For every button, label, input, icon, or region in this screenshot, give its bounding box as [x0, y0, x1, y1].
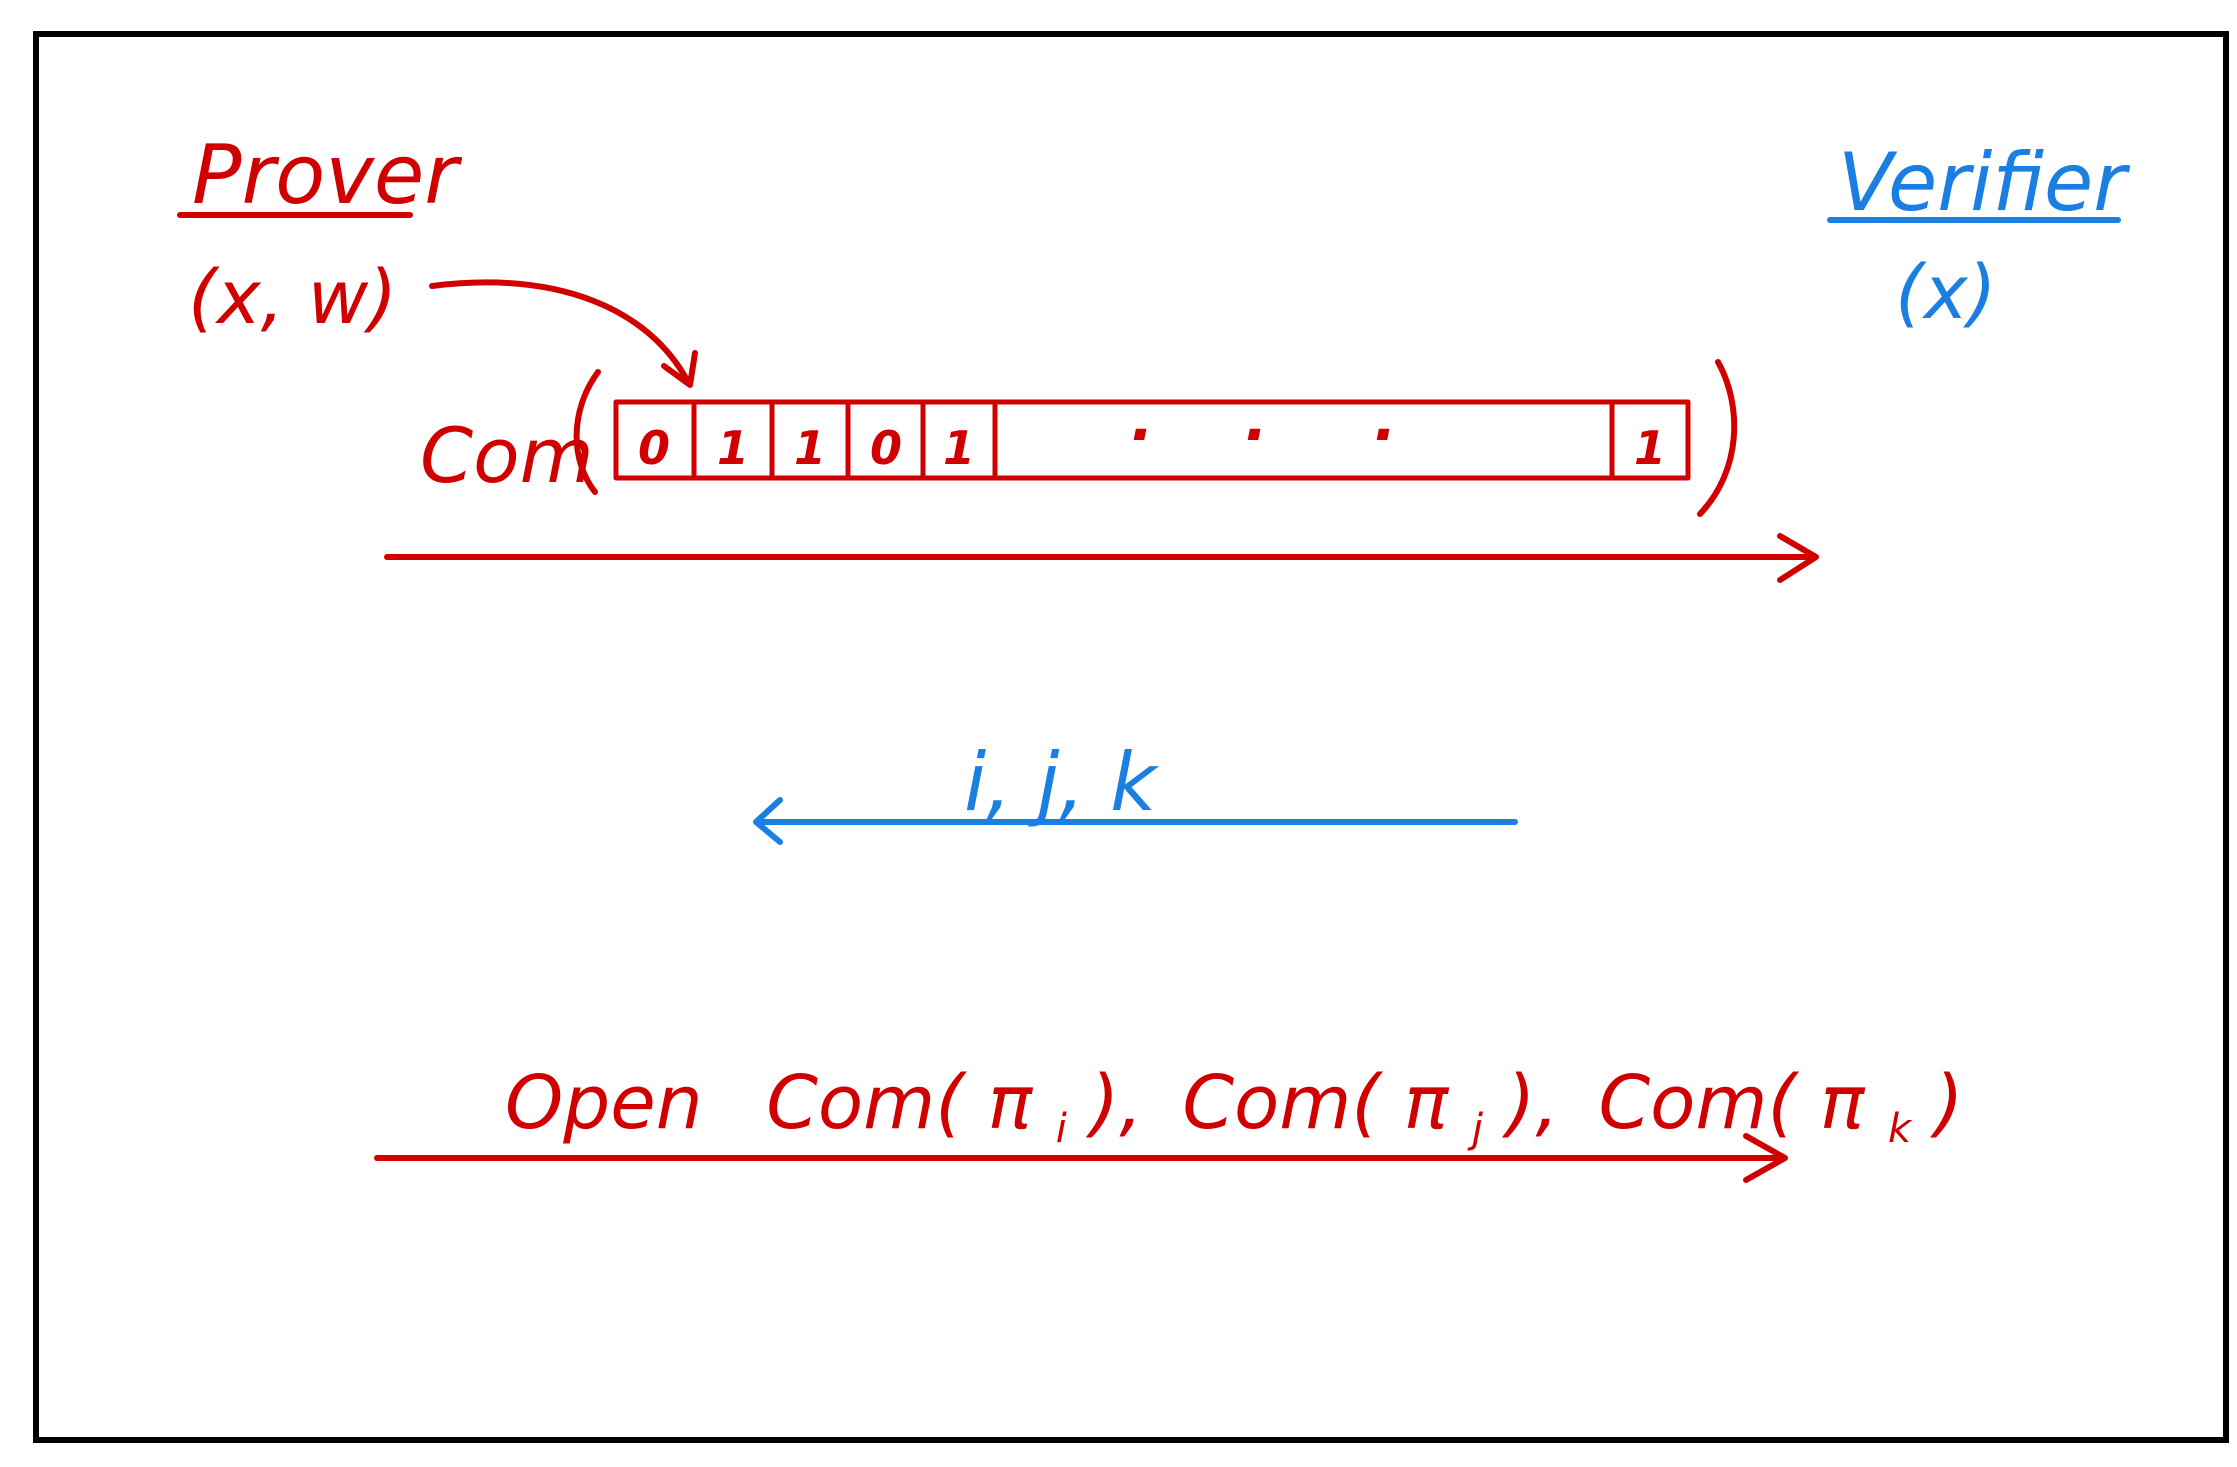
pi-subscript: k: [1888, 1106, 1913, 1152]
commitment-label: Com: [420, 411, 594, 500]
ellipsis-dot: ·: [1129, 400, 1152, 470]
open-word: Open: [505, 1060, 703, 1146]
bit-cell: 0: [638, 421, 670, 475]
commitment-close: ),: [1085, 1060, 1142, 1146]
pi-symbol: π: [988, 1060, 1034, 1146]
pi-subscript: j: [1467, 1106, 1484, 1152]
bit-array-frame: [613, 399, 1691, 481]
pi-symbol: π: [1404, 1060, 1450, 1146]
witness-curved-arrowhead: [661, 350, 698, 388]
commitment-open-paren: [573, 369, 601, 495]
challenge-arrow-head: [753, 797, 783, 845]
ellipsis-dot: ·: [1243, 400, 1266, 470]
pi-symbol: π: [1820, 1060, 1866, 1146]
verifier-input: (x): [1895, 250, 1997, 336]
commitment-com: Com(: [766, 1060, 967, 1146]
bit-cell: 0: [870, 421, 902, 475]
commitment-close: ): [1930, 1060, 1964, 1146]
open-arrow-head: [1743, 1133, 1788, 1183]
commitment-com: Com(: [1598, 1060, 1799, 1146]
bit-cell: 1: [794, 421, 826, 475]
prover-title: Prover: [192, 128, 462, 223]
pi-subscript: i: [1056, 1106, 1067, 1152]
bit-array: 0 1 1 0 1 · · · 1: [613, 399, 1691, 481]
bit-cell: 1: [717, 421, 749, 475]
witness-curved-arrow: [429, 279, 691, 385]
commitment-close: ),: [1502, 1060, 1559, 1146]
ellipsis-dot: ·: [1372, 400, 1395, 470]
commit-arrow-head: [1777, 533, 1819, 583]
commitment-com: Com(: [1182, 1060, 1383, 1146]
bit-cell: 1: [943, 421, 975, 475]
commitment-close-paren: [1697, 359, 1738, 517]
response-label: Open Com( π i ), Com( π j ), Com( π k ): [505, 1060, 1964, 1160]
bit-cell-last: 1: [1634, 421, 1666, 475]
challenge-label: i, j, k: [964, 736, 1159, 829]
prover-input: (x, w): [188, 255, 397, 341]
verifier-title: Verifier: [1838, 136, 2131, 229]
diagram-border: [33, 31, 2229, 1443]
